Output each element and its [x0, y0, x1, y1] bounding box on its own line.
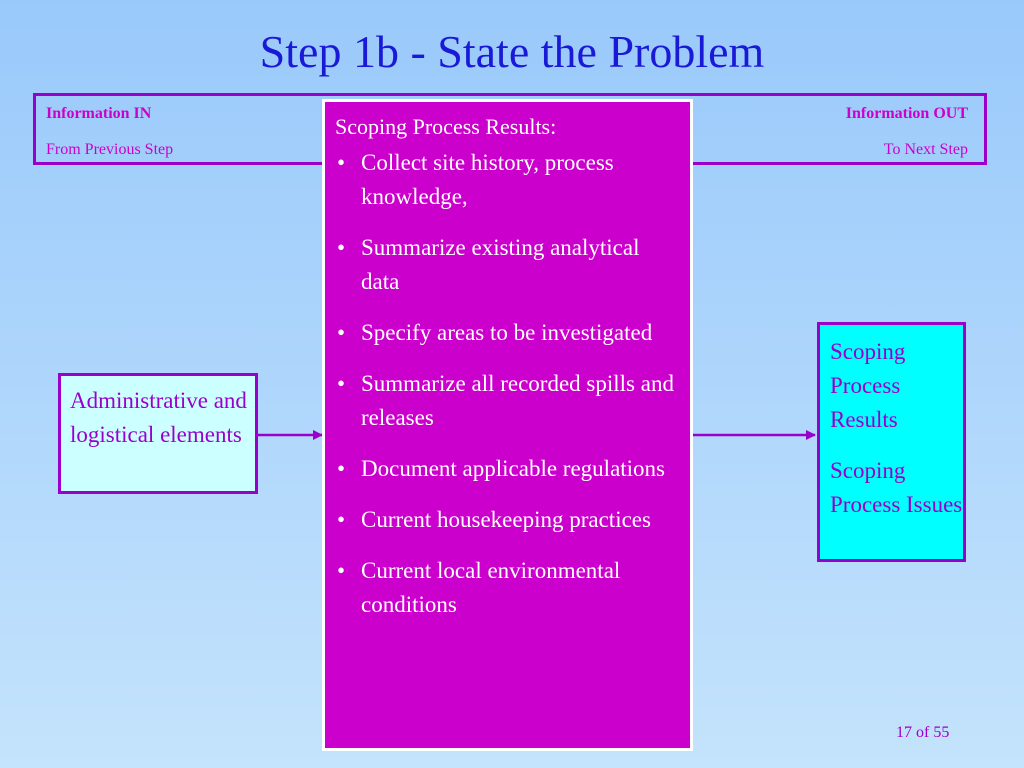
bullet-icon: •	[337, 371, 346, 396]
bullet-icon: •	[337, 507, 346, 532]
list-item-text: Current housekeeping practices	[361, 507, 651, 532]
list-item: • Current housekeeping practices	[335, 503, 682, 537]
list-item-text: Summarize existing analytical data	[361, 235, 640, 294]
scoping-process-list: • Collect site history, process knowledge…	[335, 146, 682, 622]
list-item-text: Summarize all recorded spills and releas…	[361, 371, 674, 430]
list-item-text: Collect site history, process knowledge,	[361, 150, 614, 209]
output-item-issues: Scoping Process Issues	[830, 458, 963, 517]
to-next-step-label: To Next Step	[883, 141, 968, 158]
information-in-heading: Information IN	[46, 105, 152, 122]
list-item: • Summarize existing analytical data	[335, 231, 682, 299]
page-number: 17 of 55	[896, 724, 950, 741]
scoping-process-heading: Scoping Process Results:	[335, 114, 557, 139]
list-item-text: Current local environmental conditions	[361, 558, 621, 617]
information-out-panel: Information OUT To Next Step	[846, 104, 968, 160]
list-item: • Summarize all recorded spills and relea…	[335, 367, 682, 435]
output-item-results: Scoping Process Results	[830, 339, 906, 432]
bullet-icon: •	[337, 320, 346, 345]
scoping-process-box: Scoping Process Results: • Collect site h…	[322, 99, 693, 751]
input-box: Administrative and logistical elements	[58, 373, 258, 494]
list-item-text: Document applicable regulations	[361, 456, 666, 481]
bullet-icon: •	[337, 150, 346, 175]
input-box-text: Administrative and logistical elements	[70, 388, 247, 447]
bullet-icon: •	[337, 235, 346, 260]
from-previous-step-label: From Previous Step	[46, 141, 174, 158]
information-out-heading: Information OUT	[845, 105, 968, 122]
bullet-icon: •	[337, 558, 346, 583]
list-item: • Document applicable regulations	[335, 452, 682, 486]
information-in-panel: Information IN From Previous Step	[46, 104, 173, 160]
list-item: • Current local environmental conditions	[335, 554, 682, 622]
list-item: • Specify areas to be investigated	[335, 316, 682, 350]
list-item-text: Specify areas to be investigated	[361, 320, 653, 345]
bullet-icon: •	[337, 456, 346, 481]
slide-title: Step 1b - State the Problem	[259, 26, 765, 77]
list-item: • Collect site history, process knowledge…	[335, 146, 682, 214]
output-box: Scoping Process Results Scoping Process …	[817, 322, 966, 562]
